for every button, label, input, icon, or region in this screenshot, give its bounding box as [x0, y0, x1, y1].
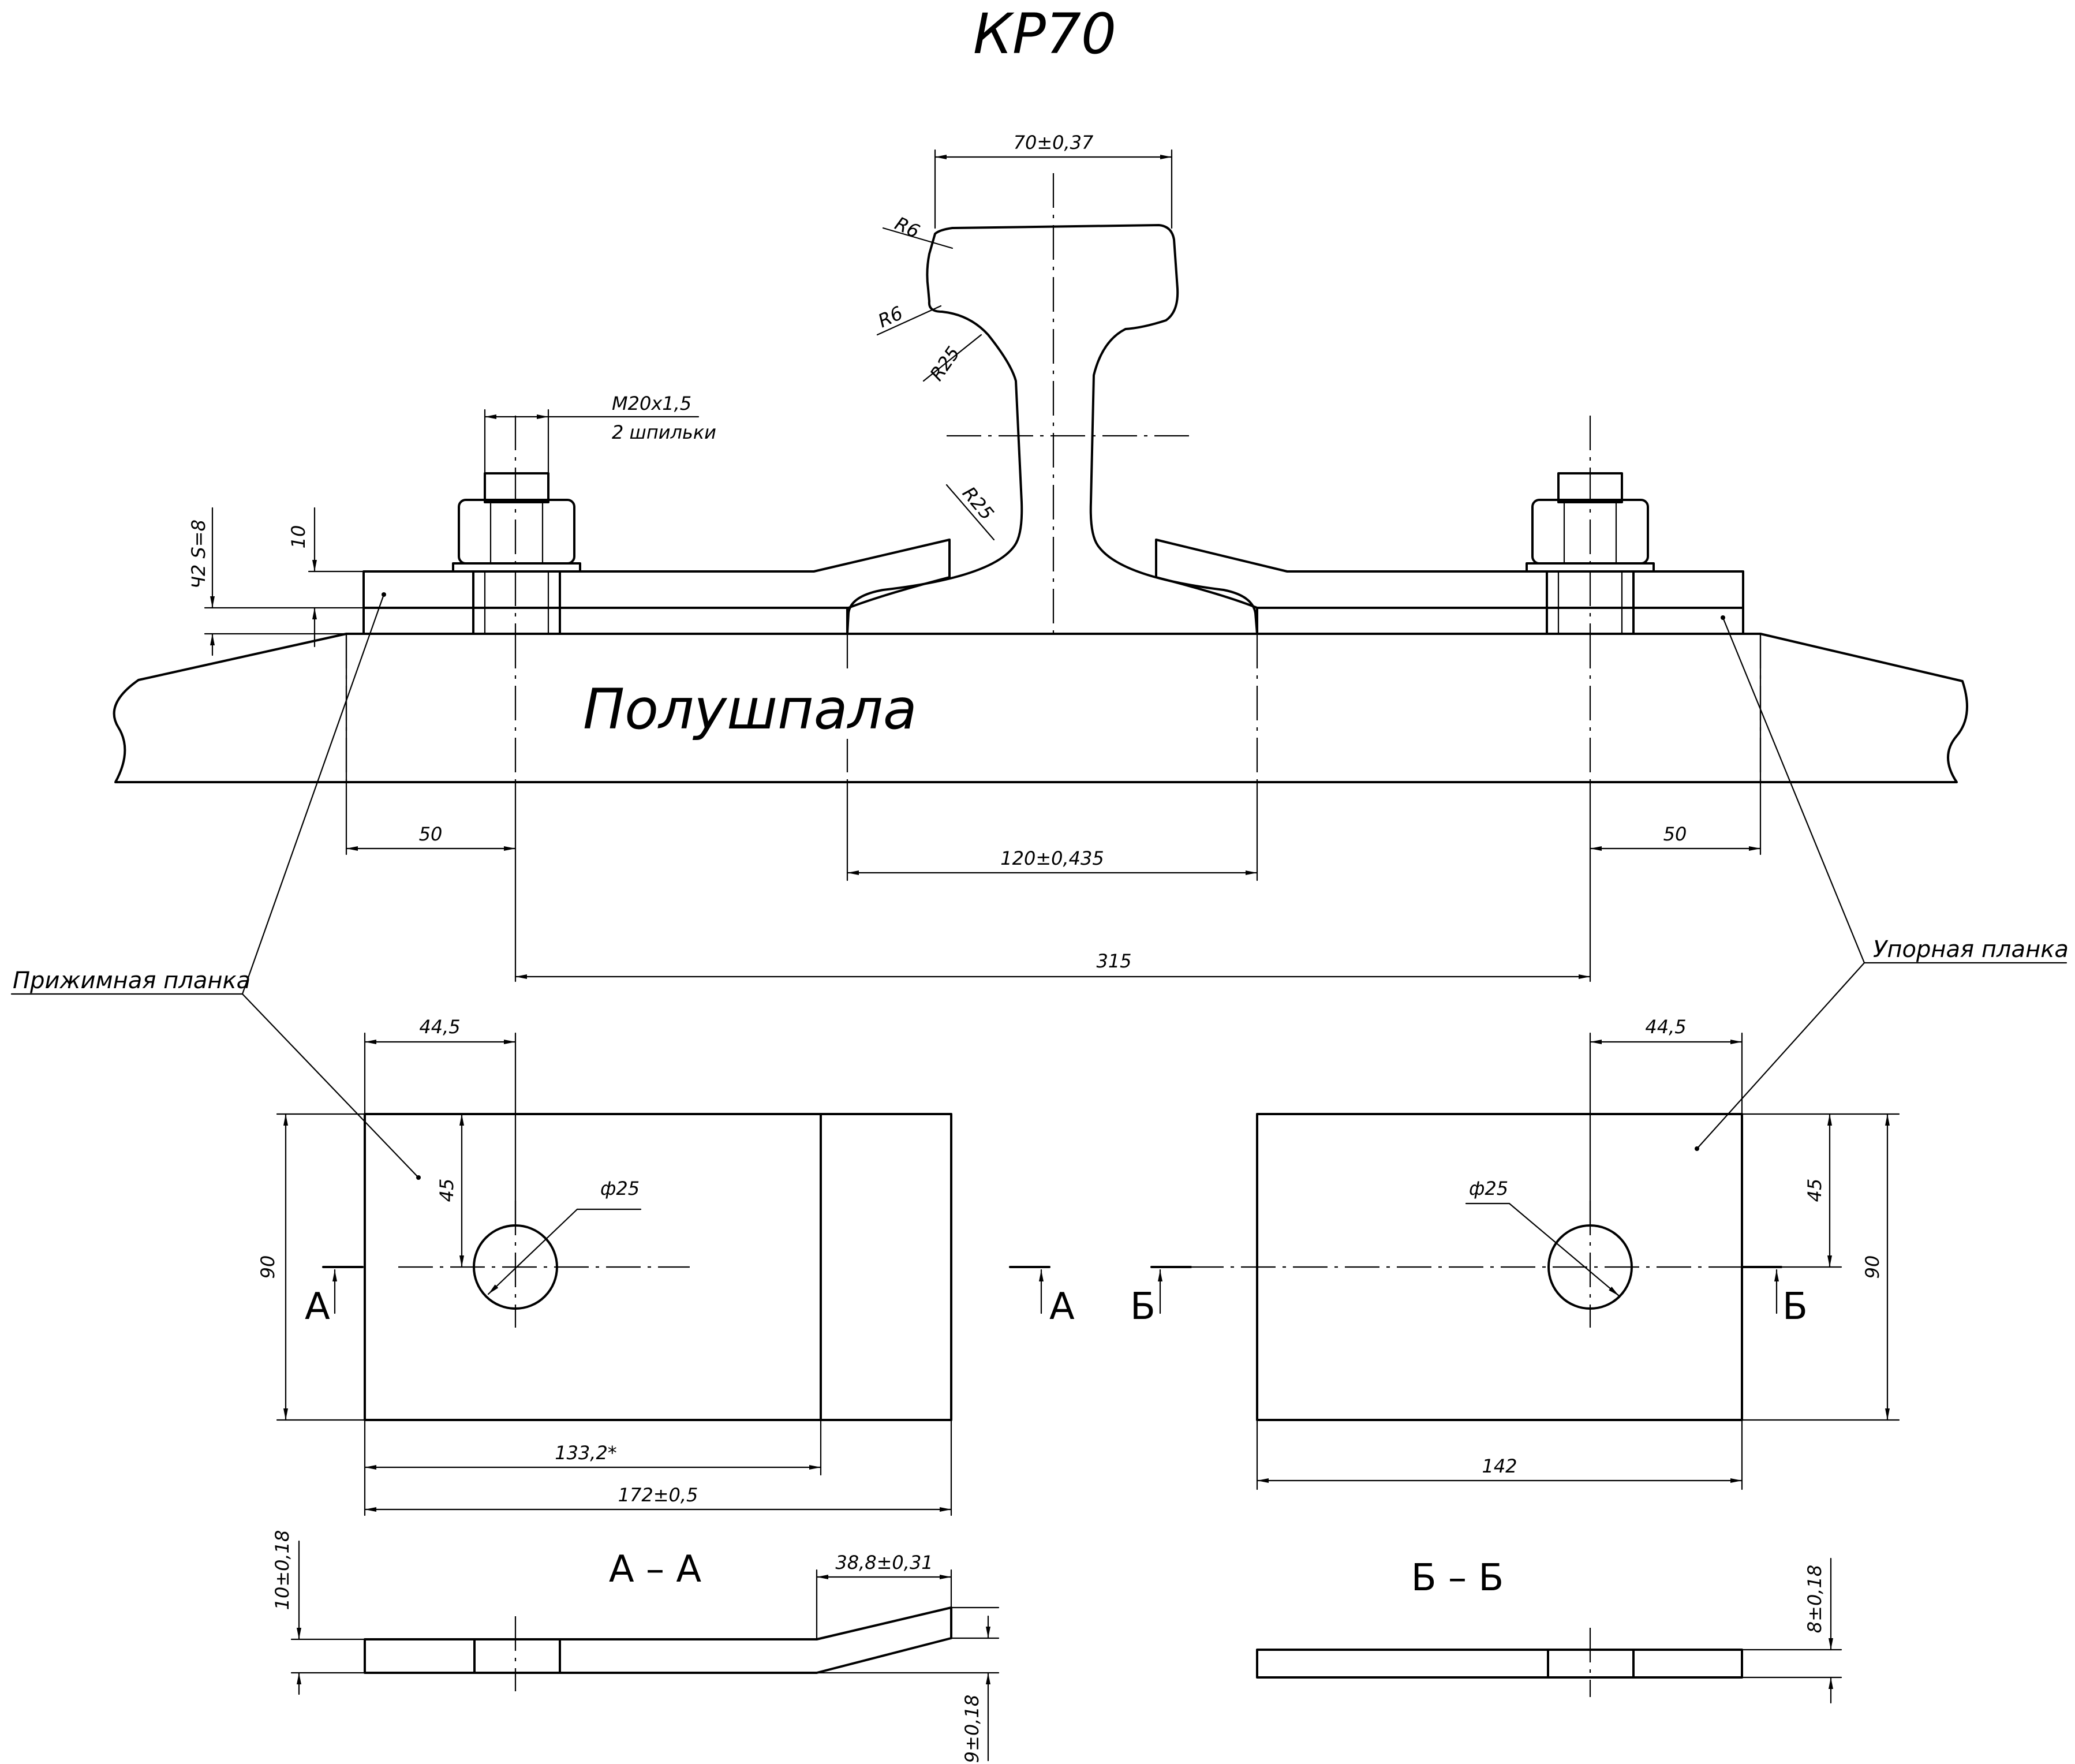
sleeper: Полушпала — [113, 633, 1968, 783]
right-offset: 50 — [1663, 823, 1687, 845]
stop-width: 90 — [1861, 1255, 1883, 1279]
left-offset: 50 — [419, 823, 443, 845]
stop-plate-grade: Ч2 S=8 — [188, 520, 210, 589]
clamp-length: 172±0,5 — [618, 1484, 698, 1506]
section-aa: А – А 10±0,18 38,8±0,31 9±0,18 — [271, 1530, 1000, 1763]
clamp-half-width: 45 — [436, 1179, 458, 1202]
radius-r25-upper: R25 — [925, 342, 964, 384]
fastener-dimensions: M20x1,5 2 шпильки 10 Ч2 S=8 — [188, 393, 716, 656]
section-bb: Б – Б 8±0,18 — [1256, 1557, 1842, 1704]
section-bb-title: Б – Б — [1411, 1557, 1504, 1599]
radius-r6-bottom: R6 — [874, 302, 906, 332]
radius-r25-lower: R25 — [958, 483, 999, 525]
section-bb-thickness: 8±0,18 — [1804, 1565, 1826, 1633]
section-mark-a-left: А — [305, 1285, 330, 1328]
plates-side-view — [362, 416, 1744, 635]
clamp-inner-length: 133,2* — [555, 1442, 617, 1464]
section-aa-title: А – А — [609, 1548, 701, 1591]
clamp-hole-dia: ф25 — [600, 1178, 640, 1199]
section-aa-bevel: 38,8±0,31 — [835, 1552, 933, 1574]
plate-thickness: 10 — [287, 525, 309, 549]
stop-plate-plan: 44,5 45 90 ф25 142 Б Б — [1130, 1016, 1900, 1490]
clamp-plate-label: Прижимная планка — [13, 967, 251, 994]
section-mark-a-right: А — [1049, 1285, 1075, 1328]
section-mark-b-right: Б — [1782, 1285, 1808, 1328]
stop-hole-offset: 44,5 — [1645, 1016, 1686, 1038]
stop-half-width: 45 — [1804, 1179, 1826, 1202]
thread-spec: M20x1,5 — [612, 393, 691, 414]
sleeper-label: Полушпала — [583, 677, 917, 742]
clamp-hole-offset: 44,5 — [419, 1016, 460, 1038]
rail-dimensions: 70±0,37 R6 R6 R25 R25 — [874, 132, 1173, 541]
stop-plate-label: Упорная планка — [1873, 936, 2069, 963]
stop-length: 142 — [1482, 1455, 1517, 1477]
section-aa-tip: 9±0,18 — [961, 1695, 983, 1763]
rail-profile — [846, 173, 1258, 635]
callout-stop-plate: Упорная планка — [1695, 615, 2069, 1151]
left-nut — [452, 472, 581, 573]
stud-spacing: 315 — [1096, 950, 1131, 972]
drawing-title: КР70 — [973, 2, 1116, 66]
stud-qty: 2 шпильки — [612, 421, 716, 443]
clamp-width: 90 — [257, 1255, 279, 1279]
rail-head-width: 70±0,37 — [1014, 132, 1094, 154]
stop-hole-dia: ф25 — [1469, 1178, 1508, 1199]
sleeper-dimensions: 50 120±0,435 50 315 — [345, 633, 1762, 982]
section-aa-thickness: 10±0,18 — [271, 1530, 293, 1610]
base-width: 120±0,435 — [1000, 847, 1104, 869]
right-nut — [1526, 472, 1655, 573]
callout-clamp-plate: Прижимная планка — [10, 592, 421, 1180]
section-mark-b-left: Б — [1130, 1285, 1156, 1328]
clamp-plate-plan: 44,5 45 ф25 90 133,2* 172±0,5 А А — [257, 1016, 1075, 1516]
